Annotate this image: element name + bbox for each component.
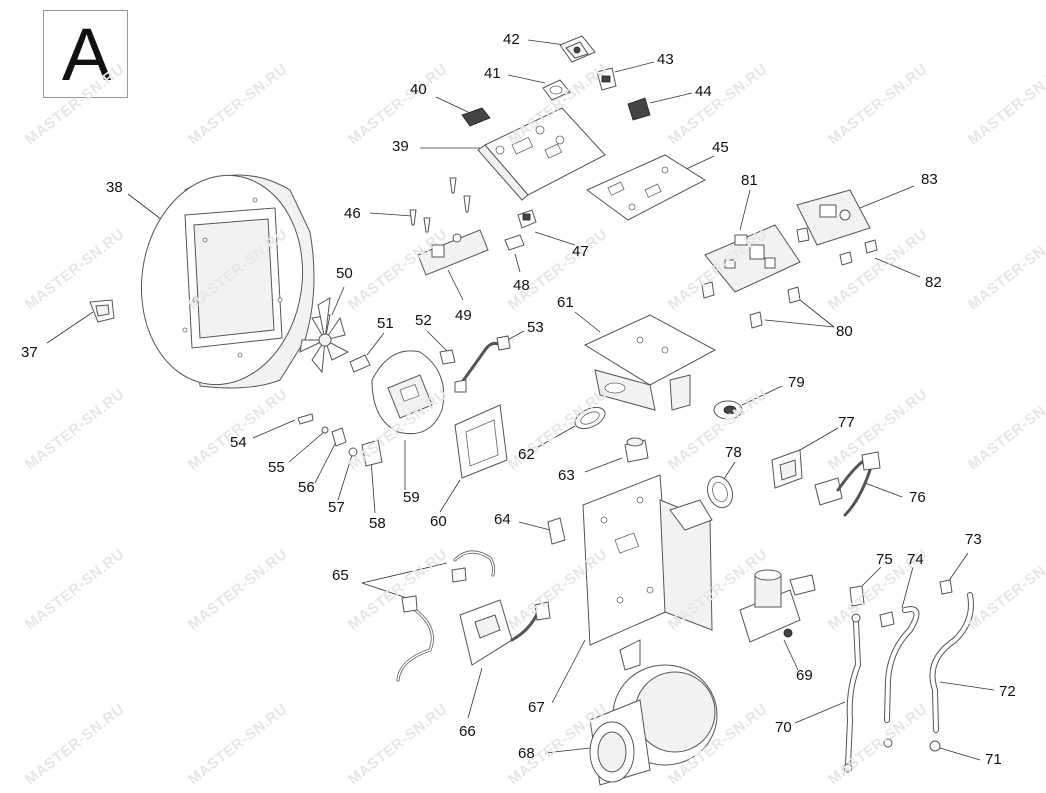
callout-46: 46 <box>344 205 361 222</box>
callout-44: 44 <box>695 83 712 100</box>
part-61-bracket <box>583 314 717 411</box>
part-63-damper <box>624 437 649 463</box>
part-60-gasket <box>454 404 508 479</box>
callout-70: 70 <box>775 719 792 736</box>
part-82-clips <box>839 239 878 266</box>
callout-72: 72 <box>999 683 1016 700</box>
callout-54: 54 <box>230 434 247 451</box>
part-40-cover <box>461 107 491 127</box>
part-72-tube <box>929 592 974 733</box>
callout-83: 83 <box>921 171 938 188</box>
part-70-tube <box>843 613 861 773</box>
callout-48: 48 <box>513 277 530 294</box>
part-69-gas-valve <box>739 569 816 643</box>
callout-56: 56 <box>298 479 315 496</box>
part-73-clamp <box>939 579 953 595</box>
part-50-fan <box>299 297 350 374</box>
callout-41: 41 <box>484 65 501 82</box>
part-75-fitting <box>849 585 895 628</box>
part-57-nut <box>348 447 358 457</box>
part-46-screws <box>409 177 471 233</box>
callout-49: 49 <box>455 307 472 324</box>
part-64-grommet <box>547 517 566 545</box>
callout-73: 73 <box>965 531 982 548</box>
callout-60: 60 <box>430 513 447 530</box>
part-81-control-board <box>704 224 801 293</box>
callout-68: 68 <box>518 745 535 762</box>
callout-47: 47 <box>572 243 589 260</box>
part-71-clamp <box>883 738 941 752</box>
callout-67: 67 <box>528 699 545 716</box>
part-77-bracket <box>771 449 803 489</box>
callout-58: 58 <box>369 515 386 532</box>
callout-42: 42 <box>503 31 520 48</box>
callout-53: 53 <box>527 319 544 336</box>
part-55-washer <box>321 426 329 434</box>
callout-66: 66 <box>459 723 476 740</box>
callout-45: 45 <box>712 139 729 156</box>
sheet-letter: A <box>61 13 112 96</box>
callout-55: 55 <box>268 459 285 476</box>
part-76-sensor <box>814 451 881 517</box>
callout-76: 76 <box>909 489 926 506</box>
sheet-label-box: A <box>43 10 128 98</box>
part-67-base-plate <box>582 474 713 646</box>
part-38-mounting-plate <box>140 174 315 389</box>
part-80-clips <box>701 281 801 329</box>
part-37-clip <box>89 299 115 323</box>
part-65-cables <box>396 550 496 682</box>
callout-63: 63 <box>558 467 575 484</box>
part-41-ring <box>542 79 571 101</box>
part-78-gasket <box>706 475 734 509</box>
part-79-sight-glass <box>713 400 743 420</box>
callout-82: 82 <box>925 274 942 291</box>
callout-50: 50 <box>336 265 353 282</box>
part-59-burner-head <box>371 350 445 435</box>
part-52-nipple <box>439 349 456 365</box>
callout-38: 38 <box>106 179 123 196</box>
callout-59: 59 <box>403 489 420 506</box>
callout-39: 39 <box>392 138 409 155</box>
part-44-terminal <box>627 97 651 121</box>
callout-61: 61 <box>557 294 574 311</box>
part-51-electrode <box>349 354 371 373</box>
part-58-electrodes <box>361 439 383 467</box>
part-43-connector <box>596 67 617 91</box>
callout-65: 65 <box>332 567 349 584</box>
part-48-button <box>504 234 525 251</box>
part-62-gasket <box>574 406 606 430</box>
callout-52: 52 <box>415 312 432 329</box>
part-74-tube <box>884 606 920 723</box>
part-68-blower <box>589 639 718 786</box>
part-66-ignition-transformer <box>459 599 551 666</box>
leader-lines <box>46 39 995 761</box>
callout-37: 37 <box>21 344 38 361</box>
part-39-bracket <box>477 107 606 201</box>
callout-75: 75 <box>876 551 893 568</box>
callout-57: 57 <box>328 499 345 516</box>
callout-74: 74 <box>907 551 924 568</box>
callout-69: 69 <box>796 667 813 684</box>
part-45-insulation-plate <box>586 154 707 221</box>
part-47-switch <box>517 209 537 229</box>
callout-64: 64 <box>494 511 511 528</box>
callout-80: 80 <box>836 323 853 340</box>
callout-51: 51 <box>377 315 394 332</box>
part-83-display-board <box>796 189 871 246</box>
callout-43: 43 <box>657 51 674 68</box>
part-53-sensor-cable <box>454 335 511 393</box>
part-42-relay <box>559 35 596 63</box>
callout-77: 77 <box>838 414 855 431</box>
callout-78: 78 <box>725 444 742 461</box>
part-56-plate <box>331 427 347 447</box>
callout-71: 71 <box>985 751 1002 768</box>
part-49-pcb <box>417 229 489 276</box>
callout-81: 81 <box>741 172 758 189</box>
part-54-screw <box>297 413 314 425</box>
callout-62: 62 <box>518 446 535 463</box>
callout-79: 79 <box>788 374 805 391</box>
callout-40: 40 <box>410 81 427 98</box>
